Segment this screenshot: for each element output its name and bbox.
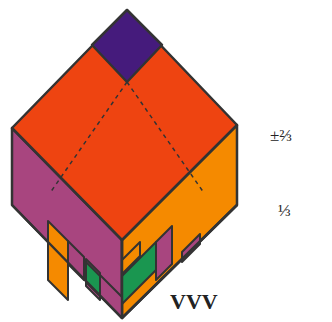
right-piece	[122, 242, 140, 274]
dashed-line	[127, 82, 204, 193]
green-piece	[86, 262, 122, 318]
cube-edge	[121, 240, 124, 318]
left-piece	[68, 241, 84, 280]
fraction-label: ±⅔	[270, 127, 292, 144]
fraction-label: ⅓	[278, 202, 291, 219]
cube-outline	[12, 205, 237, 318]
top-face	[12, 10, 237, 240]
green-piece	[122, 242, 156, 304]
corner-square	[92, 10, 162, 82]
left-piece	[100, 275, 122, 318]
dashed-line	[50, 82, 127, 193]
title-label: VVV	[170, 291, 218, 313]
